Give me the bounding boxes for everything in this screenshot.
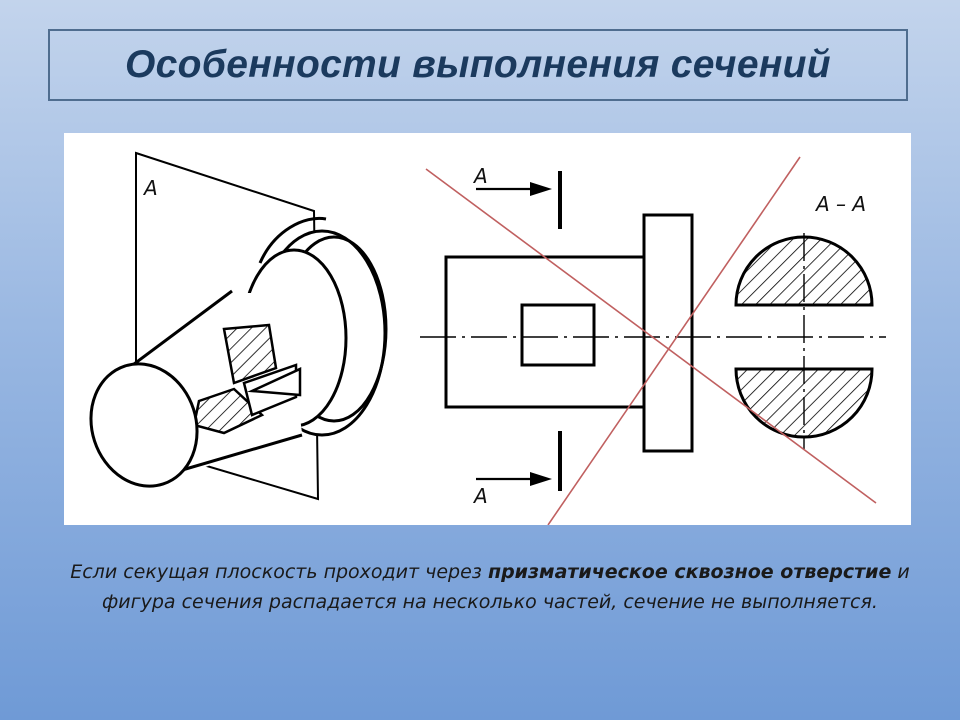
hole-rect bbox=[520, 303, 596, 367]
arrow-bottom-head bbox=[530, 472, 552, 486]
arrow-bottom-label: A bbox=[472, 484, 488, 508]
shaft-rect bbox=[444, 255, 648, 409]
caption: Если секущая плоскость проходит через пр… bbox=[60, 557, 920, 617]
cross-out-line-2 bbox=[547, 156, 801, 525]
cross-out-line-1 bbox=[425, 168, 877, 504]
plane-label: A bbox=[142, 176, 158, 200]
hole-wedge bbox=[247, 367, 302, 397]
cut-face-upper bbox=[222, 323, 278, 385]
caption-part-2: и фигура сечения распадается на нескольк… bbox=[102, 561, 910, 613]
section-label: A – A bbox=[814, 192, 866, 216]
arrow-top-label: A bbox=[472, 164, 488, 188]
shaft-top-edge bbox=[121, 289, 233, 375]
main-view: A A A – A bbox=[420, 164, 886, 508]
section-lower-segment bbox=[734, 367, 874, 439]
isometric-view: A bbox=[89, 151, 388, 501]
flange-edge bbox=[258, 216, 327, 264]
section-upper-segment bbox=[734, 235, 874, 307]
shaft-front-face bbox=[89, 362, 199, 488]
drawing-figure: A bbox=[64, 133, 911, 525]
slide-title: Особенности выполнения сечений bbox=[125, 43, 831, 86]
flange-rect bbox=[642, 213, 694, 453]
title-box: Особенности выполнения сечений bbox=[48, 29, 908, 101]
caption-bold: призматическое сквозное отверстие bbox=[487, 561, 892, 583]
cross-out bbox=[425, 156, 877, 525]
arrow-top-head bbox=[530, 182, 552, 196]
shaft-bottom-edge bbox=[171, 433, 303, 475]
cutting-plane bbox=[135, 151, 320, 501]
caption-part-1: Если секущая плоскость проходит через bbox=[70, 561, 488, 583]
